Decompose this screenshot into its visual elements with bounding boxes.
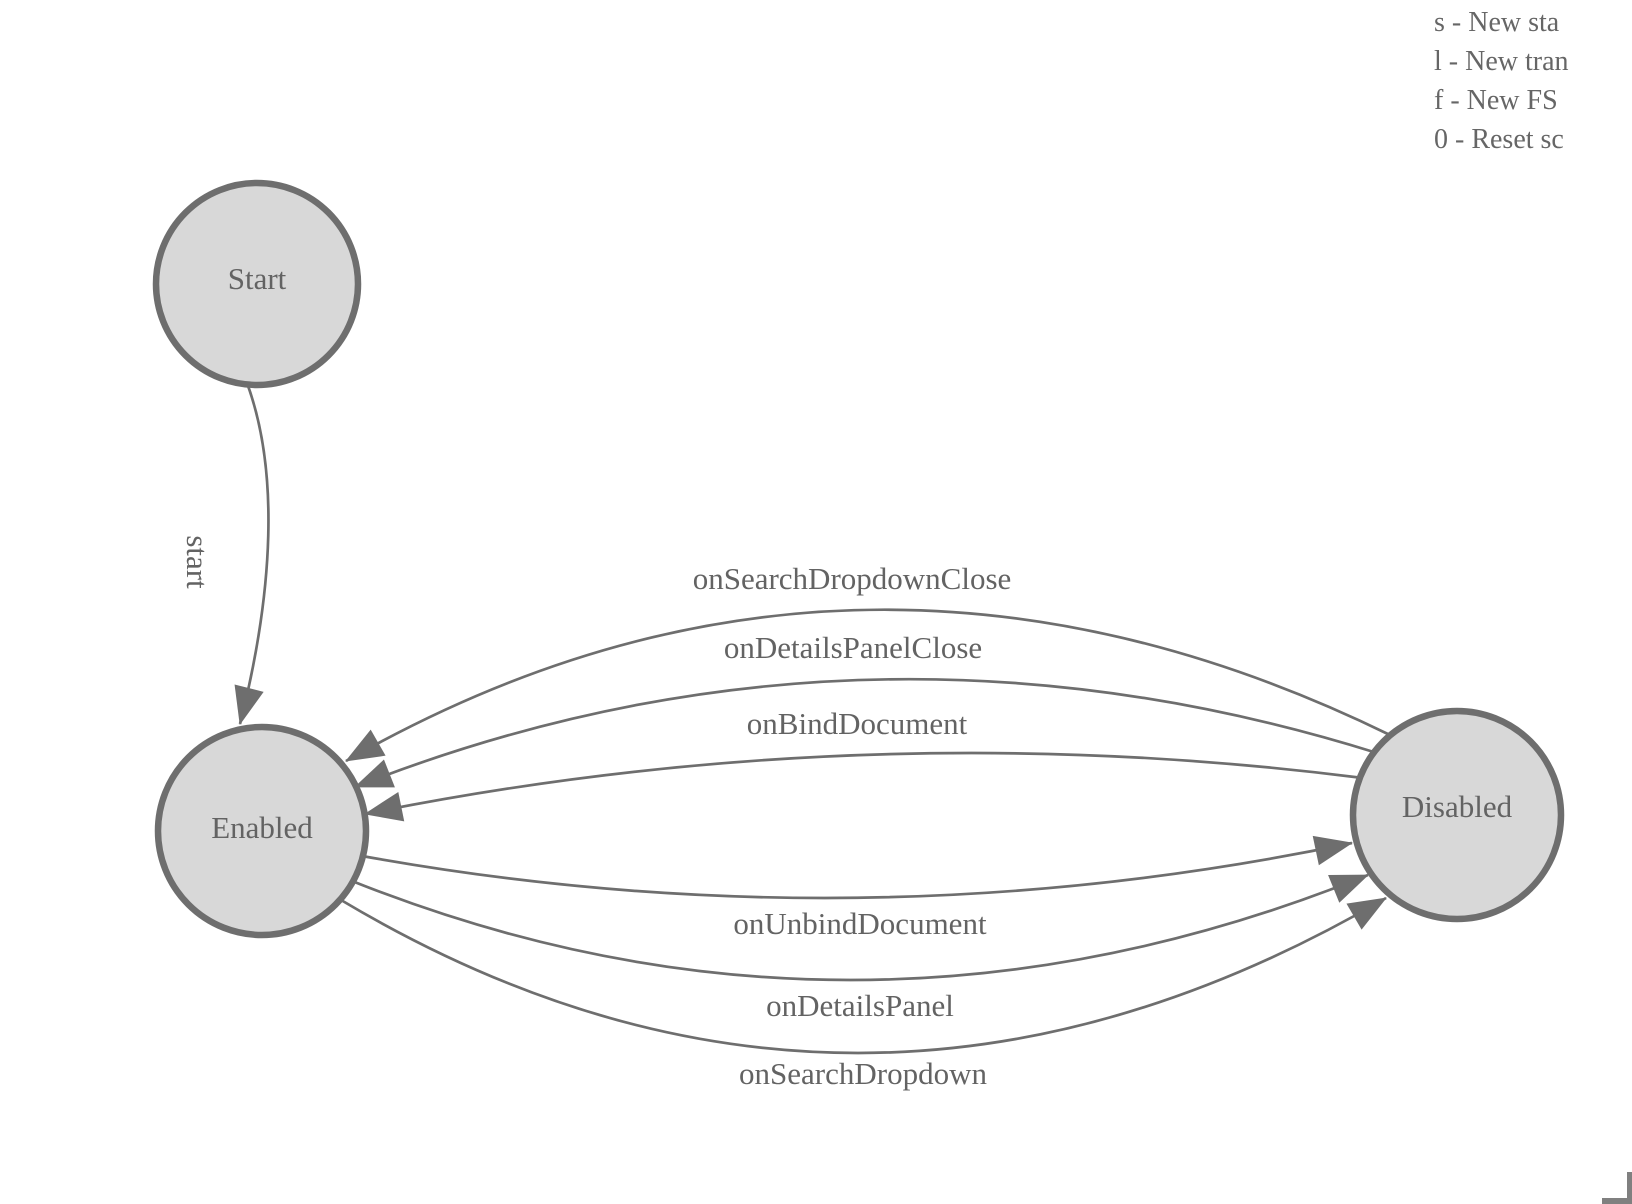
state-label-enabled: Enabled (211, 810, 313, 845)
transition-edge-ondetailspanelclose[interactable] (354, 677, 1378, 789)
transition-edge-onbinddocument[interactable] (364, 751, 1364, 822)
corner-bracket-vertical (1627, 1172, 1632, 1204)
state-label-start: Start (228, 261, 287, 296)
transition-edge-onsearchdropdownclose[interactable] (345, 608, 1391, 763)
state-circle-disabled[interactable] (1349, 707, 1565, 923)
state-label-disabled: Disabled (1402, 789, 1513, 824)
state-node-start[interactable]: Start (152, 179, 362, 389)
transition-label-onsearchdropdown: onSearchDropdown (739, 1056, 987, 1091)
corner-bracket-horizontal (1602, 1198, 1632, 1204)
legend-line-new-state: s - New sta (1434, 7, 1560, 38)
legend-line-new-fsm: f - New FS (1434, 85, 1558, 116)
transition-edge-ondetailspanel[interactable] (351, 873, 1369, 982)
legend-line-new-transition: l - New tran (1434, 46, 1569, 77)
transition-label-onsearchdropdownclose: onSearchDropdownClose (693, 561, 1012, 596)
state-circle-enabled[interactable] (154, 723, 370, 939)
transition-edge-start[interactable] (234, 382, 270, 725)
legend-line-reset: 0 - Reset sc (1434, 124, 1564, 155)
shortcut-legend: s - New sta l - New tran f - New FS 0 - … (1434, 3, 1569, 159)
transition-label-start: start (180, 535, 215, 589)
transition-label-onunbinddocument: onUnbindDocument (733, 906, 987, 941)
state-circle-start[interactable] (152, 179, 362, 389)
state-node-disabled[interactable]: Disabled (1349, 707, 1565, 923)
transition-label-ondetailspanel: onDetailsPanel (766, 988, 954, 1023)
state-node-enabled[interactable]: Enabled (154, 723, 370, 939)
transition-label-onbinddocument: onBindDocument (747, 706, 968, 741)
transition-edge-onunbinddocument[interactable] (361, 835, 1353, 900)
transition-edge-onsearchdropdown[interactable] (340, 896, 1387, 1055)
transition-label-ondetailspanelclose: onDetailsPanelClose (724, 630, 982, 665)
